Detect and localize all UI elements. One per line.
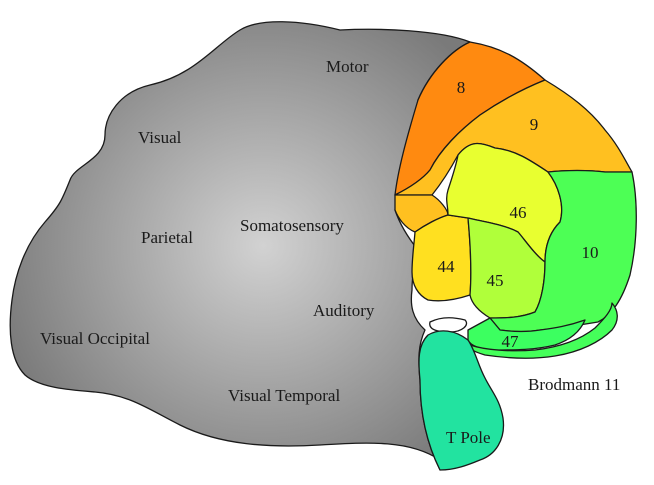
label-area-8: 8 xyxy=(457,78,466,97)
label-auditory: Auditory xyxy=(313,301,375,320)
label-area-10: 10 xyxy=(582,243,599,262)
label-visual-temporal: Visual Temporal xyxy=(228,386,340,405)
label-visual-occipital: Visual Occipital xyxy=(40,329,150,348)
label-area-46: 46 xyxy=(510,203,527,222)
label-area-47: 47 xyxy=(502,332,520,351)
label-t-pole: T Pole xyxy=(446,428,491,447)
label-parietal: Parietal xyxy=(141,228,193,247)
label-motor: Motor xyxy=(326,57,369,76)
sulcus-gap xyxy=(430,318,467,332)
label-brodmann-11: Brodmann 11 xyxy=(528,375,620,394)
label-somatosensory: Somatosensory xyxy=(240,216,344,235)
label-visual: Visual xyxy=(138,128,182,147)
label-area-45: 45 xyxy=(487,271,504,290)
label-area-44: 44 xyxy=(438,257,456,276)
label-area-9: 9 xyxy=(530,115,539,134)
